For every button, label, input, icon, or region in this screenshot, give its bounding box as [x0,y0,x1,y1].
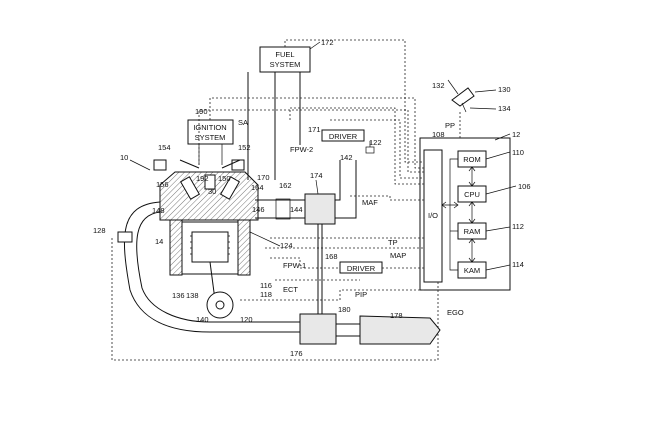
ref-156: 156 [156,180,169,189]
ref-144: 144 [290,205,303,214]
ref-142: 142 [340,153,353,162]
signal-maf: MAF [362,198,378,207]
signal-map: MAP [390,251,406,260]
ref-134: 134 [498,104,511,113]
ref-122: 122 [369,138,382,147]
signal-pp: PP [445,121,455,130]
driver-bottom-label: DRIVER [347,264,376,273]
signal-sa: SA [238,118,248,127]
ref-116: 116 [260,281,272,290]
ref-136: 136 [172,291,185,300]
ref-114: 114 [512,260,524,269]
ref-14: 14 [155,237,163,246]
signal-pip: PIP [355,290,367,299]
driver-bottom-box [339,261,383,274]
ref-180: 180 [338,305,351,314]
ref-120: 120 [240,315,253,324]
ref-172: 172 [321,38,334,47]
signal-tp: TP [388,238,398,247]
ref-108: 108 [432,130,445,139]
ignition-label-2: SYSTEM [195,133,226,142]
ref-162: 162 [279,181,292,190]
ref-148: 148 [152,206,165,215]
controller: I/O ROM CPU RAM KAM [419,137,511,291]
ref-128: 128 [93,226,106,235]
ref-118: 118 [260,290,272,299]
engine: 154 152 156 192 150 30 10 14 148 136 138… [120,143,293,324]
ref-140: 140 [196,315,209,324]
signal-fpw1: FPW-1 [283,261,306,270]
signal-ego: EGO [447,308,464,317]
driver-top-box [321,129,365,142]
ref-170: 170 [257,173,270,182]
ref-132: 132 [432,81,445,90]
cpu-label: CPU [464,190,480,199]
ref-174: 174 [310,171,323,180]
ref-12: 12 [512,130,520,139]
ref-176: 176 [290,349,303,358]
ref-171: 171 [308,125,321,134]
ref-168: 168 [325,252,338,261]
ref-10: 10 [120,153,128,162]
ref-150: 150 [218,174,231,183]
signal-fpw2: FPW-2 [290,145,313,154]
rom-label: ROM [463,155,481,164]
ref-124: 124 [280,241,293,250]
signal-ect: ECT [283,285,298,294]
driver-top-label: DRIVER [329,132,358,141]
accelerator-pedal: 130 132 134 [432,79,511,138]
ignition-label-1: IGNITION [193,123,226,132]
ref-192: 192 [196,174,209,183]
ref-106: 106 [518,182,531,191]
ref-152: 152 [238,143,251,152]
ref-110: 110 [512,148,524,157]
fuel-system-label-1: FUEL [275,50,294,59]
io-label: I/O [428,211,438,220]
ref-190: 190 [195,107,208,116]
ram-label: RAM [464,227,481,236]
fuel-system-label-2: SYSTEM [270,60,301,69]
exhaust-system: 128 176 178 180 [93,201,441,358]
io-block [423,149,443,283]
ref-30: 30 [208,187,216,196]
intake-system: 174 144 146 162 164 170 142 122 [251,138,382,225]
ref-154: 154 [158,143,171,152]
ref-130: 130 [498,85,511,94]
ref-112: 112 [512,222,524,231]
ref-178: 178 [390,311,403,320]
kam-label: KAM [464,266,480,275]
ref-138: 138 [186,291,199,300]
ignition-system-box [187,119,234,145]
